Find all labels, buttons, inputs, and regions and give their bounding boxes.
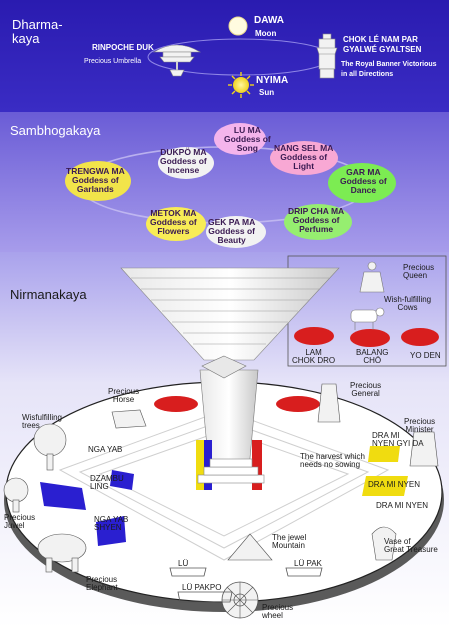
wish-fulfilling-cows-label: Wish-fulfilling Cows (384, 295, 432, 313)
wishfulfilling-trees-label: Wisfulfilling trees (22, 413, 63, 431)
inset-continents (294, 327, 439, 347)
banner-meaning-2: in all Directions (341, 71, 394, 78)
jewel-mountain-icon (227, 533, 273, 561)
nyima-meaning: Sun (259, 88, 275, 97)
moon-icon (228, 16, 248, 36)
disc-continents-blue (40, 470, 134, 546)
cow-icon (350, 307, 385, 330)
disc-continents-yellow (362, 446, 408, 496)
disc-continents-red (154, 396, 320, 412)
jewel-mountain-label: The jewel Mountain (272, 533, 307, 551)
tree-icon (3, 423, 67, 513)
queen-icon (359, 261, 385, 293)
continent-balang-cho: BALANG CHÖ (356, 348, 389, 366)
umbrella-name: RINPOCHE DUK (92, 43, 154, 52)
lu-continents (169, 567, 323, 603)
banner-name-1: CHOK LÉ NAM PAR (343, 35, 418, 44)
umbrella-icon (152, 44, 202, 77)
walls (58, 409, 390, 561)
vase-label: Vase of Great Treasure (384, 537, 438, 555)
dra-mi-nyen-gyi-da-label: DRA MI NYEN GYI DA (372, 431, 424, 449)
goddess-clouds (65, 123, 396, 248)
lu-pakpo-label: LÜ PAKPO (182, 583, 222, 592)
precious-elephant-label: Precious Elephant (86, 575, 118, 593)
nyima-name: NYIMA (256, 75, 289, 86)
dharmakaya-title: Dharma- kaya (12, 17, 63, 46)
banner-meaning-1: The Royal Banner Victorious (341, 61, 437, 68)
dra-mi-nyen-2-label: DRA MI NYEN (376, 501, 429, 510)
horse-icon (111, 409, 147, 429)
vase-icon (371, 526, 397, 561)
precious-queen-label: Precious Queen (403, 263, 435, 281)
precious-minister-label: Precious Minister (404, 417, 436, 435)
banner-name-2: GYALWÉ GYALTSEN (343, 45, 422, 54)
minister-icon (409, 431, 439, 467)
lu-label: LÜ (178, 559, 189, 568)
harvest-label: The harvest which needs no sowing (300, 452, 365, 470)
lu-pak-label: LÜ PAK (294, 559, 322, 568)
continent-yo-den: YO DEN (410, 351, 441, 360)
precious-jewel-label: Precious Juwel (4, 513, 36, 531)
nirmanakaya-title: Nirmanakaya (10, 287, 87, 302)
umbrella-meaning: Precious Umbrella (84, 58, 142, 65)
sambhogakaya-title: Sambhogakaya (10, 123, 101, 138)
dra-mi-nyen-label: DRA MI NYEN (368, 480, 421, 489)
precious-horse-label: Precious Horse (108, 387, 140, 405)
dawa-meaning: Moon (255, 29, 277, 38)
precious-general-label: Precious General (350, 381, 382, 399)
elephant-icon (37, 533, 87, 573)
wheel-icon (221, 581, 259, 619)
cone-heavens (120, 267, 340, 361)
banner-icon (316, 33, 338, 79)
precious-wheel-label: Precious wheel (262, 603, 294, 621)
mount-meru (196, 355, 265, 490)
continent-lam-chok-dro: LAM CHOK DRO (292, 348, 336, 366)
dharmakaya-band (0, 0, 449, 112)
nga-yab-label: NGA YAB (88, 445, 123, 454)
general-icon (317, 383, 341, 423)
sun-icon (228, 72, 254, 98)
nga-yab-shyen-label: NGA YAB SHYEN (94, 515, 129, 533)
dzambu-ling-label: DZAMBU LING (90, 474, 124, 492)
dawa-name: DAWA (254, 15, 284, 26)
